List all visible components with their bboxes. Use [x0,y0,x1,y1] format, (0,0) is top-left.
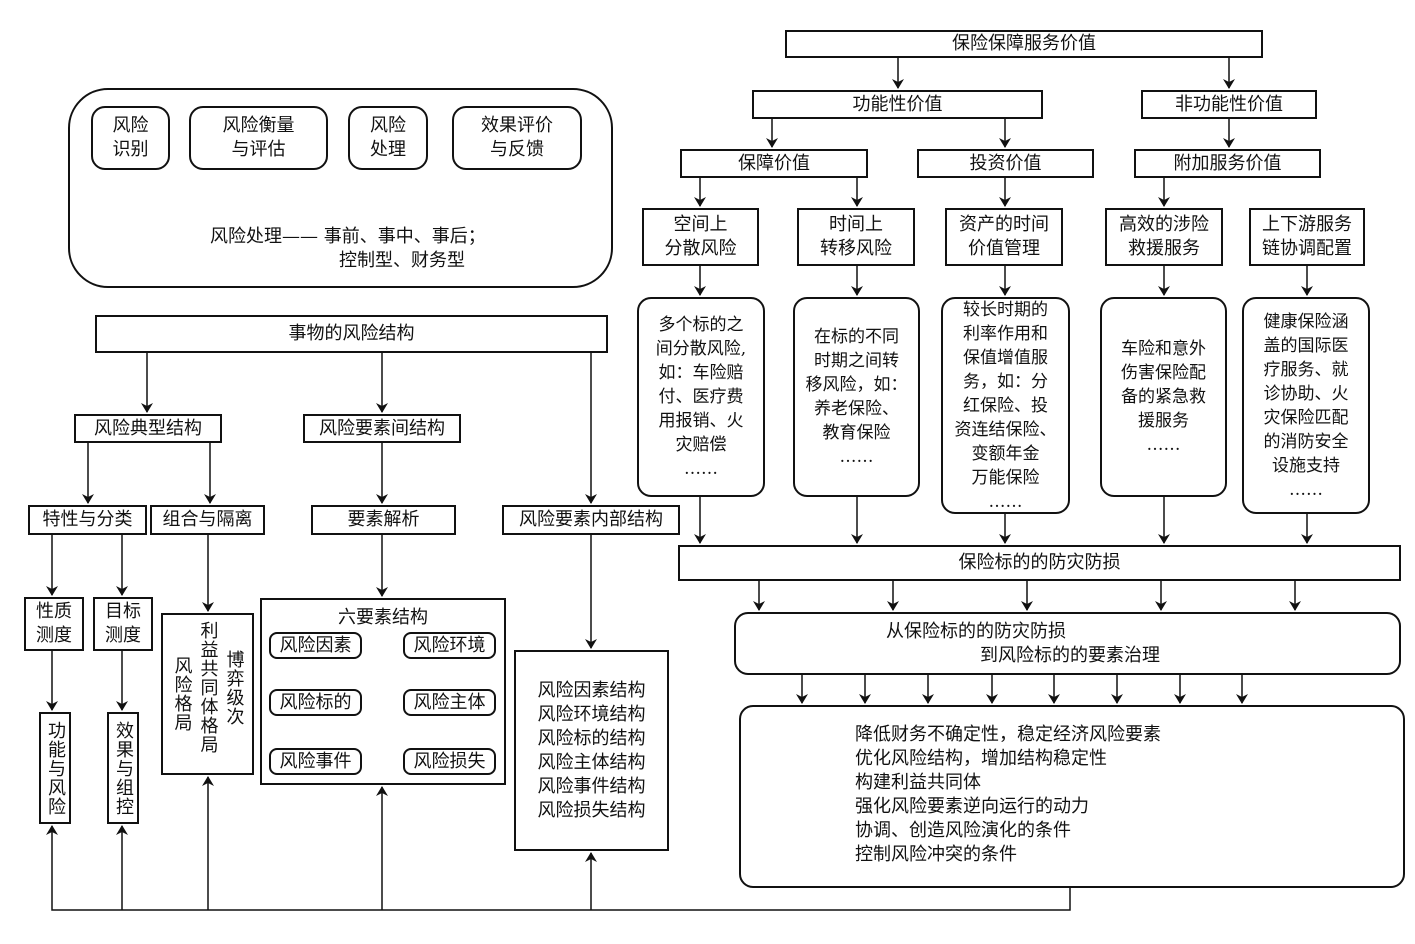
leaf-detail-spatial: 多个标的之 间分散风险, 如：车险赔 付、医疗费 用报销、火 灾赔偿 …… [637,297,765,497]
internal-structure-list: 风险因素结构 风险环境结构 风险标的结构 风险主体结构 风险事件结构 风险损失结… [514,650,669,851]
element-analysis: 要素解析 [311,505,456,535]
outcome-item: 控制风险冲突的条件 [855,844,1017,865]
effect-and-control-label: 效果与组控 [113,720,134,816]
insurance-value-root: 保险保障服务价值 [785,30,1263,58]
element-risk-environment: 风险环境 [403,632,496,659]
governance-transition: 从保险标的的防灾防损 到风险标的的要素治理 [734,612,1401,675]
internal-item: 风险损失结构 [537,799,646,821]
leaf-title-asset-time: 资产的时间 价值管理 [945,208,1063,266]
nonfunctional-value: 非功能性价值 [1141,90,1317,119]
leaf-title-spatial: 空间上 分散风险 [642,208,759,266]
step-effect-feedback: 效果评价 与反馈 [452,106,582,170]
leaf-title-rescue: 高效的涉险 救援服务 [1105,208,1223,266]
protection-value: 保障价值 [680,149,868,178]
target-measure: 目标 测度 [93,597,153,651]
internal-item: 风险标的结构 [537,727,646,749]
internal-item: 风险因素结构 [537,679,646,701]
element-risk-event: 风险事件 [269,748,362,775]
disaster-prevention: 保险标的的防灾防损 [678,545,1401,581]
outcome-item: 强化风险要素逆向运行的动力 [855,796,1089,817]
step-risk-identification: 风险 识别 [91,106,170,170]
outcome-item: 协调、创造风险演化的条件 [855,820,1071,841]
pattern-interest-community: 利益共同体格局 [197,621,219,754]
combination-isolation: 组合与隔离 [150,505,265,535]
leaf-title-supply-chain: 上下游服务 链协调配置 [1249,208,1365,266]
governance-line2: 到风险标的的要素治理 [980,644,1160,666]
additional-service-value: 附加服务价值 [1134,149,1321,178]
element-risk-factor: 风险因素 [269,632,362,659]
traits-classification: 特性与分类 [28,505,147,535]
risk-pattern-box: 博弈级次 利益共同体格局 风险格局 [161,613,254,775]
leaf-detail-asset-time: 较长时期的 利率作用和 保值增值服 务，如：分 红保险、投 资连结保险、 变额年… [941,297,1070,514]
internal-element-structure: 风险要素内部结构 [502,505,680,535]
element-risk-loss: 风险损失 [403,748,496,775]
function-and-risk: 功能与风险 [39,712,71,824]
pattern-risk-pattern: 风险格局 [171,655,193,732]
investment-value: 投资价值 [917,149,1094,178]
leaf-detail-temporal: 在标的不同 时期之间转 移风险，如： 养老保险、 教育保险 …… [793,297,920,497]
outcome-item: 降低财务不确定性，稳定经济风险要素 [855,724,1161,745]
leaf-detail-supply-chain: 健康保险涵 盖的国际医 疗服务、就 诊协助、火 灾保险匹配 的消防安全 设施支持… [1242,297,1370,514]
inter-element-structure: 风险要素间结构 [303,414,461,443]
six-element-title: 六要素结构 [338,607,428,628]
typical-structure: 风险典型结构 [74,414,222,443]
internal-item: 风险环境结构 [537,703,646,725]
risk-treatment-note-line1: 风险处理—— 事前、事中、事后； [210,226,486,247]
leaf-title-temporal: 时间上 转移风险 [797,208,915,266]
element-risk-object: 风险标的 [269,689,362,716]
outcomes-box: 降低财务不确定性，稳定经济风险要素 优化风险结构，增加结构稳定性 构建利益共同体… [739,705,1405,888]
internal-item: 风险主体结构 [537,751,646,773]
function-and-risk-label: 功能与风险 [45,720,66,816]
element-risk-subject: 风险主体 [403,689,496,716]
outcome-item: 优化风险结构，增加结构稳定性 [855,748,1107,769]
outcome-item: 构建利益共同体 [855,772,981,793]
risk-treatment-note-line2: 控制型、财务型 [339,250,465,271]
internal-item: 风险事件结构 [537,775,646,797]
step-risk-measurement: 风险衡量 与评估 [189,106,328,170]
governance-line1: 从保险标的的防灾防损 [886,620,1066,642]
functional-value: 功能性价值 [752,90,1043,119]
leaf-detail-rescue: 车险和意外 伤害保险配 备的紧急救 援服务 …… [1100,297,1227,497]
risk-structure-root: 事物的风险结构 [95,315,608,353]
nature-measure: 性质 测度 [24,597,84,651]
pattern-game-level: 博弈级次 [223,649,245,726]
effect-and-control: 效果与组控 [107,712,139,824]
step-risk-treatment: 风险 处理 [348,106,428,170]
